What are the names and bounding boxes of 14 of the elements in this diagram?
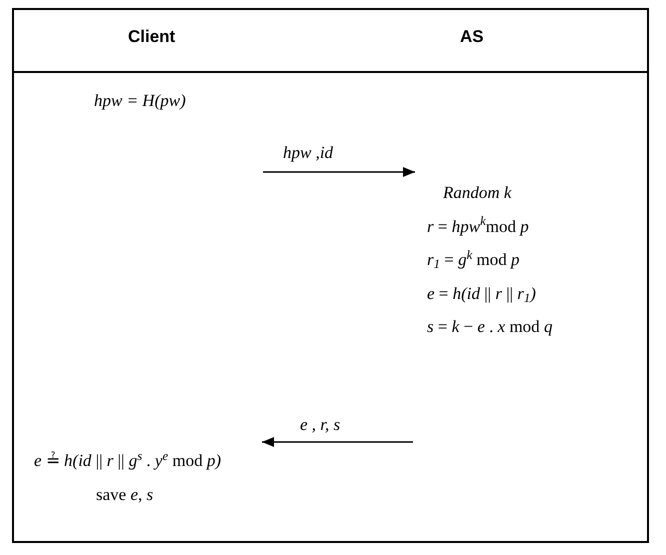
arrow [263, 167, 415, 177]
step-text: Random k [442, 182, 512, 204]
column-header: AS [460, 26, 484, 48]
formula: r = hpw$^{k}$mod p [426, 214, 529, 238]
arrow [262, 437, 413, 447]
edge-label: hpw ,id [283, 142, 334, 164]
edge-label: e , r, s [300, 414, 340, 436]
column-header: Client [128, 26, 176, 48]
formula: s = k − e . x mod q [426, 316, 552, 338]
formula: hpw = H(pw) [94, 90, 186, 112]
formula: e = h(id || r || r$_{1}$) [426, 282, 536, 306]
formula: r$_{1}$ = g$^{k}$ mod p [426, 247, 520, 272]
step-text: save e, s [96, 484, 154, 506]
formula: e ≟ h(id || r || g$^{s}$ . y$^{e}$ mod p) [33, 448, 222, 472]
